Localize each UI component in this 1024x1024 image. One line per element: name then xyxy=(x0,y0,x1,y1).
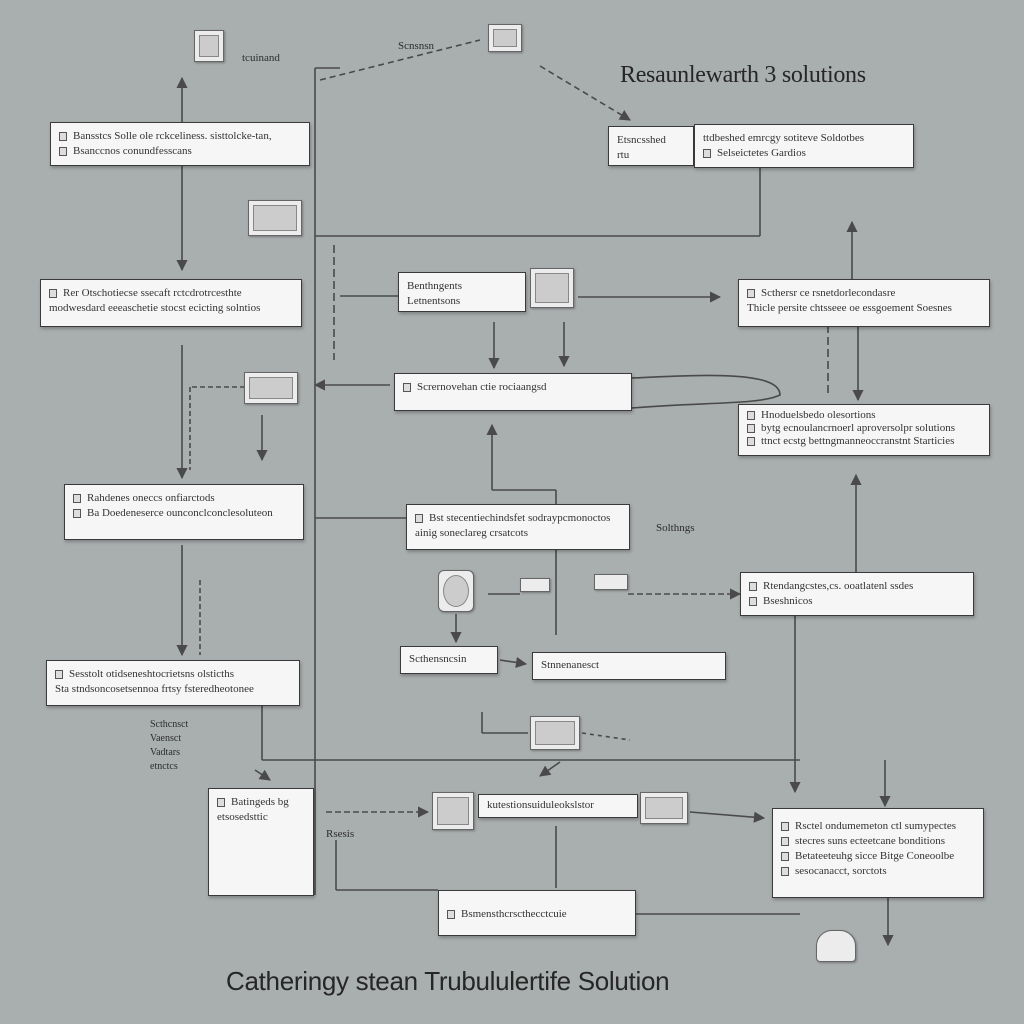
node-line: ttnct ecstg bettngmanneoccranstnt Starti… xyxy=(747,435,981,448)
node-line: Bsmensthcrscthecctcuie xyxy=(447,907,627,922)
node-l: Rtendangcstes,cs. ooatlatenl ssdes Bsesh… xyxy=(740,572,974,616)
side-note: etnctcs xyxy=(150,761,178,772)
node-h: Scrernovehan ctie rociaangsd xyxy=(394,373,632,411)
node-line: Scthensncsin xyxy=(409,653,467,665)
node-line: Letnentsons xyxy=(407,295,461,307)
node-line: stecres suns ecteetcane bonditions xyxy=(781,834,975,849)
folder-icon xyxy=(530,716,580,750)
label-bottom-left: Rsesis xyxy=(326,828,355,840)
document-icon xyxy=(530,268,574,308)
document-icon xyxy=(488,24,522,52)
node-k: Bst stecentiechindsfet sodraypcmonoctos … xyxy=(406,504,630,550)
label-top-left: tcuinand xyxy=(242,52,280,64)
node-o: Sesstolt otidseneshtocrietsns olsticths … xyxy=(46,660,300,706)
node-i: Hnoduelsbedo olesortions bytg ecnoulancr… xyxy=(738,404,990,456)
side-note: Vaensct xyxy=(150,733,182,744)
node-line: Etsncsshed xyxy=(617,134,666,146)
diagram-subtitle: Catheringy stean Trubululertife Solution xyxy=(226,966,670,996)
node-s: Bsmensthcrscthecctcuie xyxy=(438,890,636,936)
document-icon xyxy=(194,30,224,62)
side-note: Scthcnsct xyxy=(150,719,189,730)
document-icon xyxy=(520,578,550,592)
node-line: Bsanccnos conundfesscans xyxy=(59,144,301,159)
node-line: sesocanacct, sorctots xyxy=(781,864,975,879)
node-line: Selseictetes Gardios xyxy=(703,146,905,161)
node-line: Sesstolt otidseneshtocrietsns olsticths xyxy=(55,667,291,682)
node-r: Rsctel ondumemeton ctl sumypectes stecre… xyxy=(772,808,984,898)
node-line: Betateeteuhg sicce Bitge Coneoolbe xyxy=(781,849,975,864)
node-line: ainig soneclareg crsatcots xyxy=(415,527,529,539)
node-j: Rahdenes oneccs onfiarctods Ba Doedenese… xyxy=(64,484,304,540)
node-p: Batingeds bg etsosedsttic xyxy=(208,788,314,896)
image-icon xyxy=(640,792,688,824)
node-line: kutestionsuiduleokslstor xyxy=(487,799,594,811)
node-e: Benthngents Letnentsons xyxy=(398,272,526,312)
node-c: ttdbeshed emrcgy sotiteve Soldotbes Sels… xyxy=(694,124,914,168)
node-line: Stnnenanesct xyxy=(541,659,600,671)
node-line: Rtendangcstes,cs. ooatlatenl ssdes xyxy=(749,579,965,594)
node-d: Rer Otschotiecse ssecaft rctcdrotrcestht… xyxy=(40,279,302,327)
node-a: Bansstcs Solle ole rckceliness. sisttolc… xyxy=(50,122,310,166)
node-line: Thicle persite chtsseee oe essgoement So… xyxy=(747,302,952,314)
node-n: Stnnenanesct xyxy=(532,652,726,680)
node-m: Scthensncsin xyxy=(400,646,498,674)
bell-icon xyxy=(816,930,856,962)
side-notes: Scthcnsct Vaensct Vadtars etnctcs xyxy=(150,718,188,774)
node-line: Batingeds bg xyxy=(217,795,305,810)
node-line: Bst stecentiechindsfet sodraypcmonoctos xyxy=(415,511,621,526)
node-q: kutestionsuiduleokslstor xyxy=(478,794,638,818)
node-line: Rahdenes oneccs onfiarctods xyxy=(73,491,295,506)
node-line: ttdbeshed emrcgy sotiteve Soldotbes xyxy=(703,132,864,144)
diagram-title: Resaunlewarth 3 solutions xyxy=(620,62,866,88)
node-line: Hnoduelsbedo olesortions xyxy=(747,409,981,422)
node-line: Rer Otschotiecse ssecaft rctcdrotrcestht… xyxy=(49,286,293,301)
node-line: Bseshnicos xyxy=(749,594,965,609)
node-line: Sta stndsoncosetsennoa frtsy fsteredheot… xyxy=(55,683,254,695)
node-line: rtu xyxy=(617,149,630,161)
node-line: Bansstcs Solle ole rckceliness. sisttolc… xyxy=(59,129,301,144)
node-line: Benthngents xyxy=(407,280,462,292)
side-note: Vadtars xyxy=(150,747,180,758)
node-line: Scrernovehan ctie rociaangsd xyxy=(403,380,623,395)
node-line: Rsctel ondumemeton ctl sumypectes xyxy=(781,819,975,834)
node-line: Scthersr ce rsnetdorlecondasre xyxy=(747,286,981,301)
node-line: Ba Doedeneserce ounconclconclesoluteon xyxy=(73,506,295,521)
label-right-mid: Solthngs xyxy=(656,522,695,534)
user-icon xyxy=(438,570,474,612)
node-line: modwesdard eeeaschetie stocst ecicting s… xyxy=(49,302,261,314)
node-line: etsosedsttic xyxy=(217,811,268,823)
node-f: Scthersr ce rsnetdorlecondasre Thicle pe… xyxy=(738,279,990,327)
document-icon xyxy=(432,792,474,830)
document-icon xyxy=(594,574,628,590)
folder-icon xyxy=(244,372,298,404)
node-b: Etsncsshed rtu xyxy=(608,126,694,166)
node-line: bytg ecnoulancrnoerl aproversolpr soluti… xyxy=(747,422,981,435)
folder-icon xyxy=(248,200,302,236)
label-top-center: Scnsnsn xyxy=(398,40,435,52)
